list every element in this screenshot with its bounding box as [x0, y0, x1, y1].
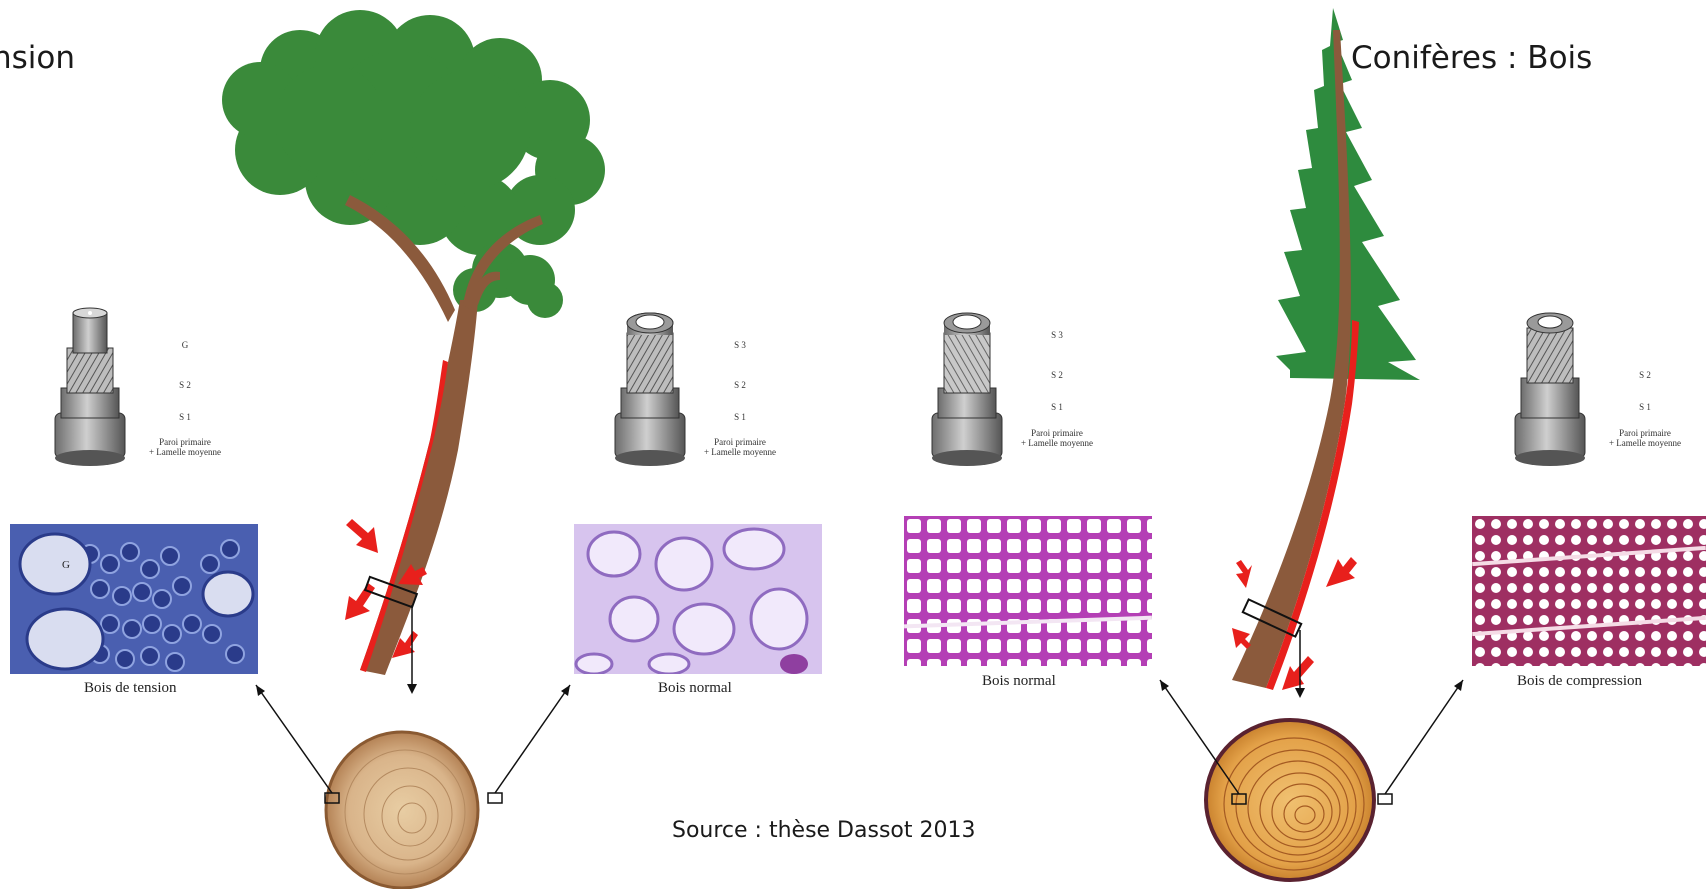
- normal-co-parois-1: Paroi primaire: [1007, 428, 1107, 438]
- broadleaf-foliage: [222, 10, 605, 318]
- source-citation: Source : thèse Dassot 2013: [672, 818, 975, 843]
- normal-bl-layer-s2: S 2: [725, 380, 755, 390]
- normal-bl-layer-s3: S 3: [725, 340, 755, 350]
- micrograph-tension-wood: [10, 524, 258, 674]
- normal-co-parois-2: + Lamelle moyenne: [1007, 438, 1107, 448]
- conifer-disc: [1160, 680, 1463, 880]
- cell-wall-normal-broadleaf: [615, 313, 685, 466]
- micrograph-compression-wood: [1472, 516, 1706, 666]
- normal-co-layer-s1: S 1: [1042, 402, 1072, 412]
- gelatinous-label: G: [62, 559, 70, 571]
- compression-layer-s2: S 2: [1630, 370, 1660, 380]
- micrograph-normal-broadleaf: [574, 524, 822, 674]
- tension-parois-1: Paroi primaire: [135, 437, 235, 447]
- tension-layer-s2: S 2: [170, 380, 200, 390]
- compression-layer-s1: S 1: [1630, 402, 1660, 412]
- cell-wall-normal-conifer: [932, 313, 1002, 466]
- normal-co-layer-s3: S 3: [1042, 330, 1072, 340]
- conifer-tree: [1232, 8, 1420, 698]
- broadleaf-tree: [222, 10, 605, 694]
- caption-normal-right: Bois normal: [982, 673, 1056, 690]
- cell-wall-compression: [1515, 313, 1585, 466]
- tension-layer-s1: S 1: [170, 412, 200, 422]
- normal-bl-layer-s1: S 1: [725, 412, 755, 422]
- tension-parois-2: + Lamelle moyenne: [135, 447, 235, 457]
- caption-normal-left: Bois normal: [658, 680, 732, 697]
- caption-compression: Bois de compression: [1517, 673, 1642, 690]
- tension-layer-g: G: [170, 340, 200, 350]
- caption-tension: Bois de tension: [84, 680, 177, 697]
- normal-co-layer-s2: S 2: [1042, 370, 1072, 380]
- compression-parois-1: Paroi primaire: [1595, 428, 1695, 438]
- normal-bl-parois-1: Paroi primaire: [690, 437, 790, 447]
- cell-wall-tension: [55, 308, 125, 466]
- broadleaf-disc: [256, 685, 570, 888]
- micrograph-normal-conifer: [904, 516, 1152, 666]
- normal-bl-parois-2: + Lamelle moyenne: [690, 447, 790, 457]
- compression-parois-2: + Lamelle moyenne: [1595, 438, 1695, 448]
